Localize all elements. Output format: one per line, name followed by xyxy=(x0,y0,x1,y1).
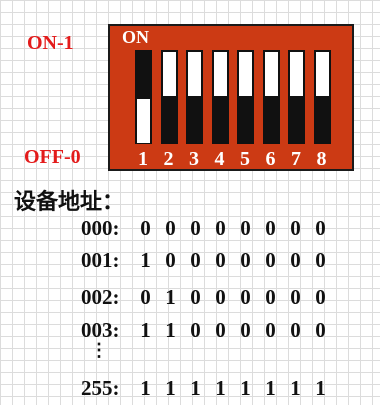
switch-slot-4[interactable] xyxy=(211,50,229,144)
address-bit: 1 xyxy=(140,318,151,342)
address-bit: 1 xyxy=(215,376,226,400)
switch-slot-8[interactable] xyxy=(313,50,331,144)
address-bit: 1 xyxy=(315,376,326,400)
address-title: 设备地址： xyxy=(14,190,125,215)
address-bit: 0 xyxy=(215,248,226,272)
address-bit: 0 xyxy=(215,285,226,309)
switch-slot-2[interactable] xyxy=(160,50,178,144)
address-bit: 1 xyxy=(290,376,301,400)
switch-knob-3[interactable] xyxy=(188,52,201,96)
address-bit: 0 xyxy=(315,318,326,342)
off-label: OFF-0 xyxy=(24,146,81,168)
switch-number-5: 5 xyxy=(240,148,250,170)
address-bit: 1 xyxy=(190,376,201,400)
switch-number-3: 3 xyxy=(189,148,199,170)
address-bit: 1 xyxy=(165,376,176,400)
switch-knob-7[interactable] xyxy=(290,52,303,96)
ellipsis: ⋮ xyxy=(90,340,108,360)
address-bit: 0 xyxy=(290,285,301,309)
address-bit: 1 xyxy=(165,318,176,342)
switch-number-6: 6 xyxy=(265,148,276,170)
address-label: 002: xyxy=(81,285,120,309)
address-bit: 0 xyxy=(240,216,251,240)
switch-slot-5[interactable] xyxy=(237,50,254,144)
address-bit: 0 xyxy=(315,216,326,240)
address-bit: 0 xyxy=(290,318,301,342)
on-label: ON-1 xyxy=(27,32,74,54)
switch-slot-6[interactable] xyxy=(262,50,280,144)
address-bit: 0 xyxy=(290,248,301,272)
switch-knob-2[interactable] xyxy=(162,52,176,96)
address-bit: 0 xyxy=(315,285,326,309)
switch-knob-1[interactable] xyxy=(137,99,150,143)
address-label: 255: xyxy=(81,376,120,400)
address-bit: 0 xyxy=(265,248,276,272)
address-bit: 0 xyxy=(190,318,201,342)
address-bit: 0 xyxy=(165,248,176,272)
address-label: 000: xyxy=(81,216,120,240)
switch-slot-7[interactable] xyxy=(288,50,305,144)
switch-knob-6[interactable] xyxy=(264,52,278,96)
address-bit: 0 xyxy=(190,285,201,309)
address-bit: 1 xyxy=(165,285,176,309)
switch-number-8: 8 xyxy=(316,148,327,170)
address-label: 001: xyxy=(81,248,120,272)
address-bit: 0 xyxy=(140,216,151,240)
switch-knob-8[interactable] xyxy=(315,52,329,96)
address-bit: 0 xyxy=(165,216,176,240)
switch-number-1: 1 xyxy=(138,148,148,170)
switch-slot-1[interactable] xyxy=(135,50,152,144)
address-label: 003: xyxy=(81,318,120,342)
address-bit: 0 xyxy=(265,285,276,309)
address-bit: 0 xyxy=(265,318,276,342)
address-bit: 0 xyxy=(240,248,251,272)
switch-number-4: 4 xyxy=(214,148,225,170)
address-bit: 0 xyxy=(315,248,326,272)
address-bit: 1 xyxy=(140,376,151,400)
address-bit: 0 xyxy=(265,216,276,240)
switch-slot-3[interactable] xyxy=(186,50,203,144)
address-bit: 0 xyxy=(240,285,251,309)
address-bit: 0 xyxy=(190,216,201,240)
address-bit: 0 xyxy=(215,318,226,342)
address-bit: 1 xyxy=(140,248,151,272)
address-bit: 0 xyxy=(290,216,301,240)
address-bit: 1 xyxy=(240,376,251,400)
switch-on-text: ON xyxy=(122,27,149,47)
address-bit: 0 xyxy=(140,285,151,309)
switch-knob-4[interactable] xyxy=(213,52,227,96)
address-bit: 1 xyxy=(265,376,276,400)
address-bit: 0 xyxy=(190,248,201,272)
address-bit: 0 xyxy=(215,216,226,240)
address-bit: 0 xyxy=(240,318,251,342)
switch-knob-5[interactable] xyxy=(239,52,252,96)
switch-number-7: 7 xyxy=(291,148,301,170)
switch-number-2: 2 xyxy=(163,148,174,170)
